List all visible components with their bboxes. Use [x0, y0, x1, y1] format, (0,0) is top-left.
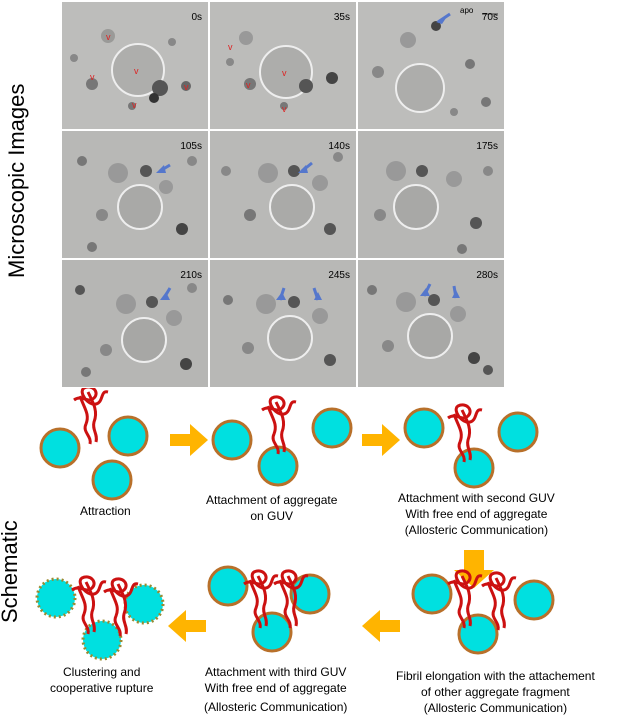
pointer-arrow [420, 288, 430, 296]
caption-line: With free end of aggregate [405, 507, 548, 521]
vesicle-marker: v [106, 32, 111, 42]
micro-frame-0s: v v v v v 0s [62, 2, 208, 129]
guv [91, 459, 133, 501]
pointer-arrow [276, 292, 286, 300]
caption-attraction: Attraction [80, 504, 131, 518]
micro-frame-70s: apo 70s [358, 2, 504, 129]
micro-frame-280s: 280s [358, 260, 504, 387]
caption-line: (Allosteric Communication) [423, 701, 568, 715]
frame-time: 70s [481, 12, 498, 23]
vesicle-marker: v [134, 66, 139, 76]
guv [311, 407, 353, 449]
guv [411, 573, 453, 615]
caption-line: (Allosteric Communication) [404, 523, 549, 537]
frame-time: 175s [476, 141, 498, 152]
guv [207, 565, 249, 607]
micro-frame-35s: v v v v 35s [210, 2, 356, 129]
ruptured-guv [123, 583, 165, 625]
microscopy-grid: v v v v v 0s v v v v 35s [60, 0, 508, 388]
stage-third-guv [207, 565, 331, 653]
vesicle-marker: v [184, 82, 189, 92]
caption-line: Attachment of aggregate [206, 493, 338, 507]
apo-label: apo [460, 6, 474, 15]
caption-line: on GUV [250, 509, 294, 523]
schematic-diagram [35, 388, 555, 661]
micro-frame-175s: 175s [358, 131, 504, 258]
guv [497, 411, 539, 453]
caption-rupture: Clustering and cooperative rupture [50, 664, 153, 696]
guv [403, 407, 445, 449]
micro-image: v v v v [210, 2, 356, 129]
pointer-arrow [314, 292, 322, 300]
ruptured-guv [81, 619, 123, 661]
frame-time: 280s [476, 270, 498, 281]
vesicle-marker: v [246, 80, 251, 90]
flow-arrow [170, 424, 208, 456]
stage-rupture [35, 575, 165, 661]
micro-frame-140s: 140s [210, 131, 356, 258]
frame-time: 105s [180, 141, 202, 152]
caption-line: of other aggregate fragment [421, 685, 570, 699]
caption-line: Attachment with third GUV [204, 665, 347, 679]
frame-time: 245s [328, 270, 350, 281]
caption-line: Fibril elongation with the attachement [396, 669, 595, 683]
micro-image [210, 260, 356, 387]
vesicle-marker: v [228, 42, 233, 52]
pointer-arrow [452, 290, 460, 298]
micro-image [210, 131, 356, 258]
frame-time: 210s [180, 270, 202, 281]
stage-attach-aggregate [211, 395, 353, 487]
micro-frame-245s: 245s [210, 260, 356, 387]
flow-arrow [168, 610, 206, 642]
caption-elongation: Fibril elongation with the attachement o… [396, 668, 595, 716]
pointer-arrow [437, 12, 451, 24]
guv [453, 447, 495, 489]
micro-image [358, 2, 504, 129]
pointer-arrow [298, 165, 308, 173]
guv [251, 611, 293, 653]
vesicle-marker: v [90, 72, 95, 82]
micro-image [62, 260, 208, 387]
stage-elongation [411, 569, 555, 655]
stage-attraction [39, 388, 149, 501]
caption-line: (Allosteric Communication) [204, 700, 348, 714]
stage-second-guv [403, 403, 539, 489]
flow-arrow [362, 424, 400, 456]
vesicle-marker: v [282, 104, 287, 114]
micro-frame-105s: 105s [62, 131, 208, 258]
guv [107, 415, 149, 457]
caption-line: Attachment with second GUV [398, 491, 555, 505]
pointer-arrow [160, 292, 170, 300]
guv [457, 613, 499, 655]
micro-image [62, 131, 208, 258]
caption-third-guv: Attachment with third GUV With free end … [204, 664, 347, 715]
aggregate [260, 395, 298, 456]
ruptured-guv [35, 577, 77, 619]
pointer-arrow [156, 165, 166, 173]
vesicle-marker: v [132, 100, 137, 110]
micro-image [358, 260, 504, 387]
micro-frame-210s: 210s [62, 260, 208, 387]
caption-second-guv: Attachment with second GUV With free end… [398, 490, 555, 538]
vesicle-marker: v [282, 68, 287, 78]
frame-time: 140s [328, 141, 350, 152]
side-label-microscopic: Microscopic Images [4, 83, 29, 278]
frame-time: 35s [333, 12, 350, 23]
flow-arrow [362, 610, 400, 642]
guv [513, 579, 555, 621]
caption-line: cooperative rupture [50, 681, 154, 695]
caption-line: With free end of aggregate [204, 681, 347, 695]
guv [211, 419, 253, 461]
guv [39, 427, 81, 469]
aggregate [72, 388, 110, 446]
caption-line: Clustering and [63, 665, 141, 679]
micro-image: v v v v v [62, 2, 208, 129]
frame-time: 0s [191, 12, 202, 23]
micro-image [358, 131, 504, 258]
caption-attach-aggregate: Attachment of aggregate on GUV [206, 492, 337, 524]
